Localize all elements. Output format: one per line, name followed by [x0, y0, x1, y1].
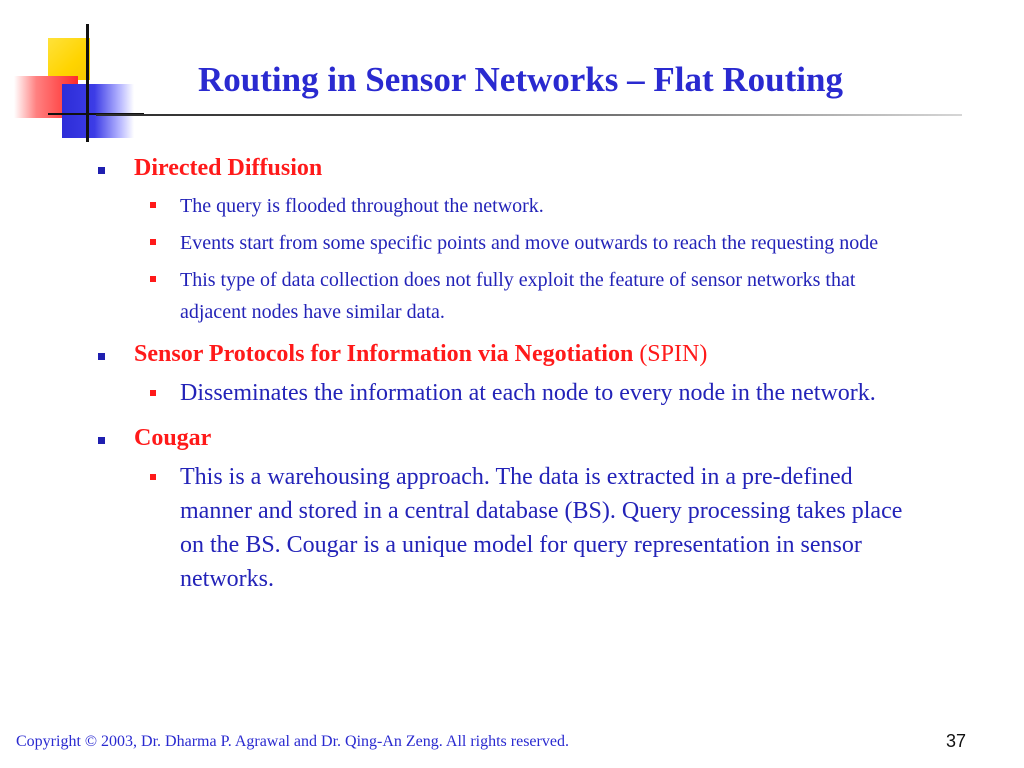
- square-bullet-icon: [142, 190, 180, 218]
- square-bullet-icon: [142, 227, 180, 255]
- logo-yellow-square: [48, 38, 90, 80]
- section-cougar: Cougar: [96, 422, 926, 454]
- list-item: This type of data collection does not fu…: [142, 264, 926, 328]
- decorative-squares-logo: [0, 0, 150, 150]
- section-heading-suffix: (SPIN): [633, 341, 708, 367]
- section-spin: Sensor Protocols for Information via Neg…: [96, 338, 926, 370]
- section-heading: Sensor Protocols for Information via Neg…: [134, 341, 634, 367]
- square-bullet-icon: [142, 264, 180, 292]
- slide-content: Directed Diffusion The query is flooded …: [96, 152, 926, 596]
- section-heading: Directed Diffusion: [134, 155, 323, 181]
- logo-vertical-line: [86, 24, 89, 142]
- list-item-text: Disseminates the information at each nod…: [180, 380, 876, 406]
- square-bullet-icon: [96, 422, 134, 452]
- slide-title: Routing in Sensor Networks – Flat Routin…: [198, 60, 843, 99]
- square-bullet-icon: [96, 338, 134, 368]
- list-item: Disseminates the information at each nod…: [142, 376, 926, 410]
- list-item: The query is flooded throughout the netw…: [142, 190, 926, 222]
- title-divider: [96, 114, 962, 116]
- list-item: This is a warehousing approach. The data…: [142, 460, 926, 596]
- square-bullet-icon: [142, 376, 180, 410]
- square-bullet-icon: [96, 152, 134, 182]
- logo-blue-square: [62, 84, 134, 138]
- list-item-text: Events start from some specific points a…: [180, 232, 879, 254]
- page-number: 37: [945, 731, 966, 751]
- section-heading: Cougar: [134, 425, 212, 451]
- sublist-spin: Disseminates the information at each nod…: [142, 376, 926, 410]
- sublist-cougar: This is a warehousing approach. The data…: [142, 460, 926, 596]
- list-item-text: This type of data collection does not fu…: [180, 269, 856, 323]
- square-bullet-icon: [142, 460, 180, 494]
- list-item-text: The query is flooded throughout the netw…: [180, 195, 544, 217]
- list-item-text: This is a warehousing approach. The data…: [180, 464, 903, 592]
- section-directed-diffusion: Directed Diffusion: [96, 152, 926, 184]
- footer-copyright: Copyright © 2003, Dr. Dharma P. Agrawal …: [16, 733, 569, 750]
- list-item: Events start from some specific points a…: [142, 227, 926, 259]
- sublist-directed-diffusion: The query is flooded throughout the netw…: [142, 190, 926, 328]
